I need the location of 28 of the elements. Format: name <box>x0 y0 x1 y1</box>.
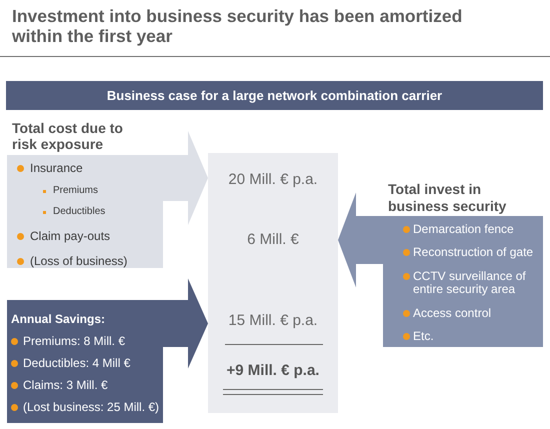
list-item: Deductibles <box>53 206 106 218</box>
list-item: Claim pay-outs <box>30 229 110 243</box>
section-heading: Total invest in business security <box>388 180 508 214</box>
list-item: Deductibles: 4 Mill € <box>23 356 130 370</box>
list-item: Premiums: 8 Mill. € <box>23 334 126 348</box>
block-arrow <box>163 131 208 225</box>
list-item: Demarcation fence <box>413 222 514 236</box>
section-heading: Annual Savings: <box>11 312 106 326</box>
list-item: Etc. <box>413 329 434 343</box>
list-item: CCTV surveillance of entire security area <box>413 270 527 296</box>
amount-value: 20 Mill. € p.a. <box>228 171 318 189</box>
list-item: Access control <box>413 306 492 320</box>
amount-value: 15 Mill. € p.a. <box>228 312 318 330</box>
value-panel <box>208 153 338 413</box>
list-item: (Loss of business) <box>30 254 128 268</box>
list-item: (Lost business: 25 Mill. €) <box>23 400 160 414</box>
list-item: Premiums <box>53 185 98 197</box>
amount-value: 6 Mill. € <box>247 231 299 249</box>
list-item: Reconstruction of gate <box>413 245 534 259</box>
total-value: +9 Mill. € p.a. <box>226 362 320 380</box>
header-banner: Business case for a large network combination carrier <box>6 81 543 110</box>
page-title: Investment into business security has been amortized within the first year <box>12 6 464 46</box>
list-item: Claims: 3 Mill. € <box>23 378 108 392</box>
list-item: Insurance <box>30 161 83 175</box>
block-arrow <box>163 278 208 368</box>
block-arrow <box>338 192 383 288</box>
savings-panel <box>7 300 163 423</box>
section-heading: Total cost due to risk exposure <box>12 120 124 152</box>
